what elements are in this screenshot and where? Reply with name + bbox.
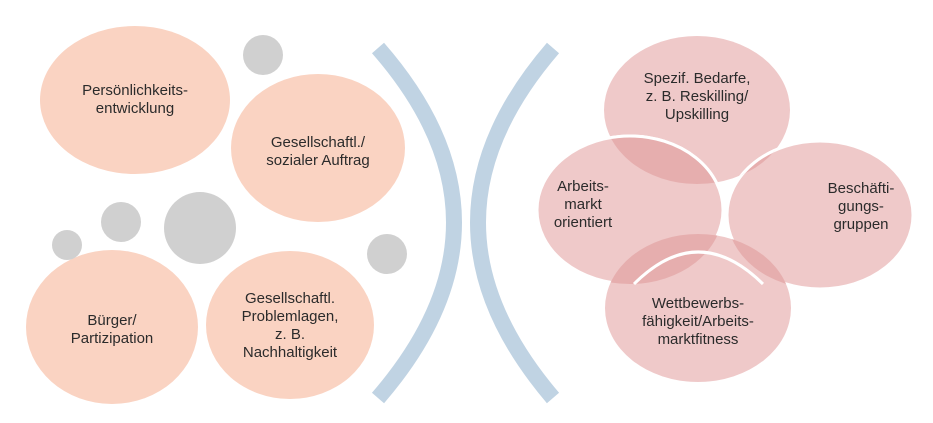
left-arc [371, 42, 462, 404]
right-arc [470, 42, 560, 404]
gray-dot [164, 192, 236, 264]
gray-dot [52, 230, 82, 260]
label-specific-needs: Spezif. Bedarfe, z. B. Reskilling/ Upski… [643, 70, 751, 123]
gray-dot [367, 234, 407, 274]
label-employee-groups: Beschäfti- gungs- gruppen [827, 180, 895, 233]
label-competitiveness: Wettbewerbs- fähigkeit/Arbeits- marktfit… [642, 295, 754, 348]
label-citizen: Bürger/ Partizipation [70, 312, 154, 347]
circle-social-problems [206, 251, 374, 399]
circle-citizen [26, 250, 198, 404]
label-social-mandate: Gesellschaftl./ sozialer Auftrag [266, 134, 370, 169]
label-personality: Persönlichkeits- entwicklung [82, 82, 188, 117]
gray-dot [243, 35, 283, 75]
circle-social-mandate [231, 74, 405, 222]
label-social-problems: Gesellschaftl. Problemlagen, z. B. Nachh… [241, 290, 339, 361]
venn-cluster [535, 36, 915, 382]
circle-personality [40, 26, 230, 174]
label-labor-market: Arbeits- markt orientiert [553, 178, 613, 231]
gray-dot [101, 202, 141, 242]
